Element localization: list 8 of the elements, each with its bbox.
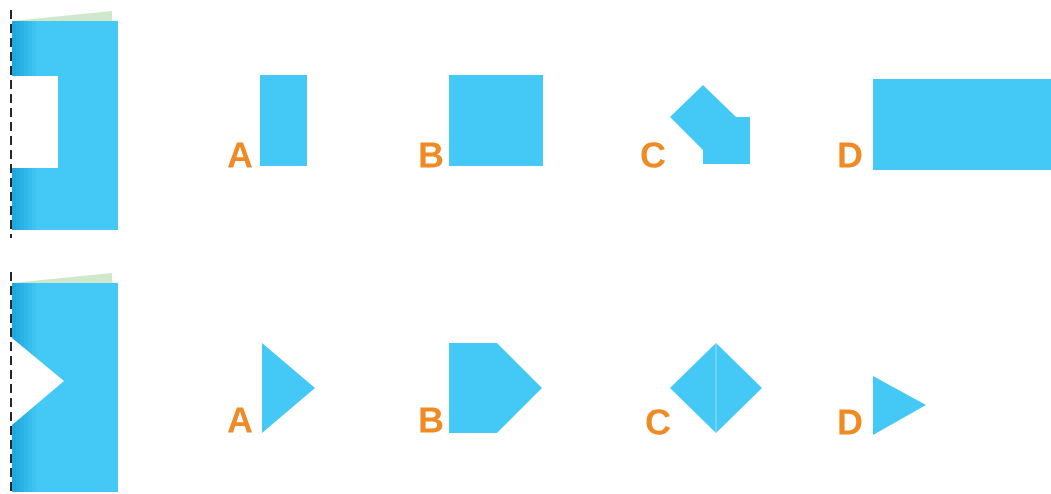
- option-letter: A: [227, 142, 253, 168]
- option-letter: B: [420, 407, 443, 433]
- option-letter: D: [839, 142, 862, 168]
- option-letter: C: [646, 409, 670, 435]
- option-letter: B: [420, 142, 443, 168]
- option-letter: D: [839, 409, 862, 435]
- option-letter: C: [641, 142, 665, 168]
- option-letter: A: [227, 407, 253, 433]
